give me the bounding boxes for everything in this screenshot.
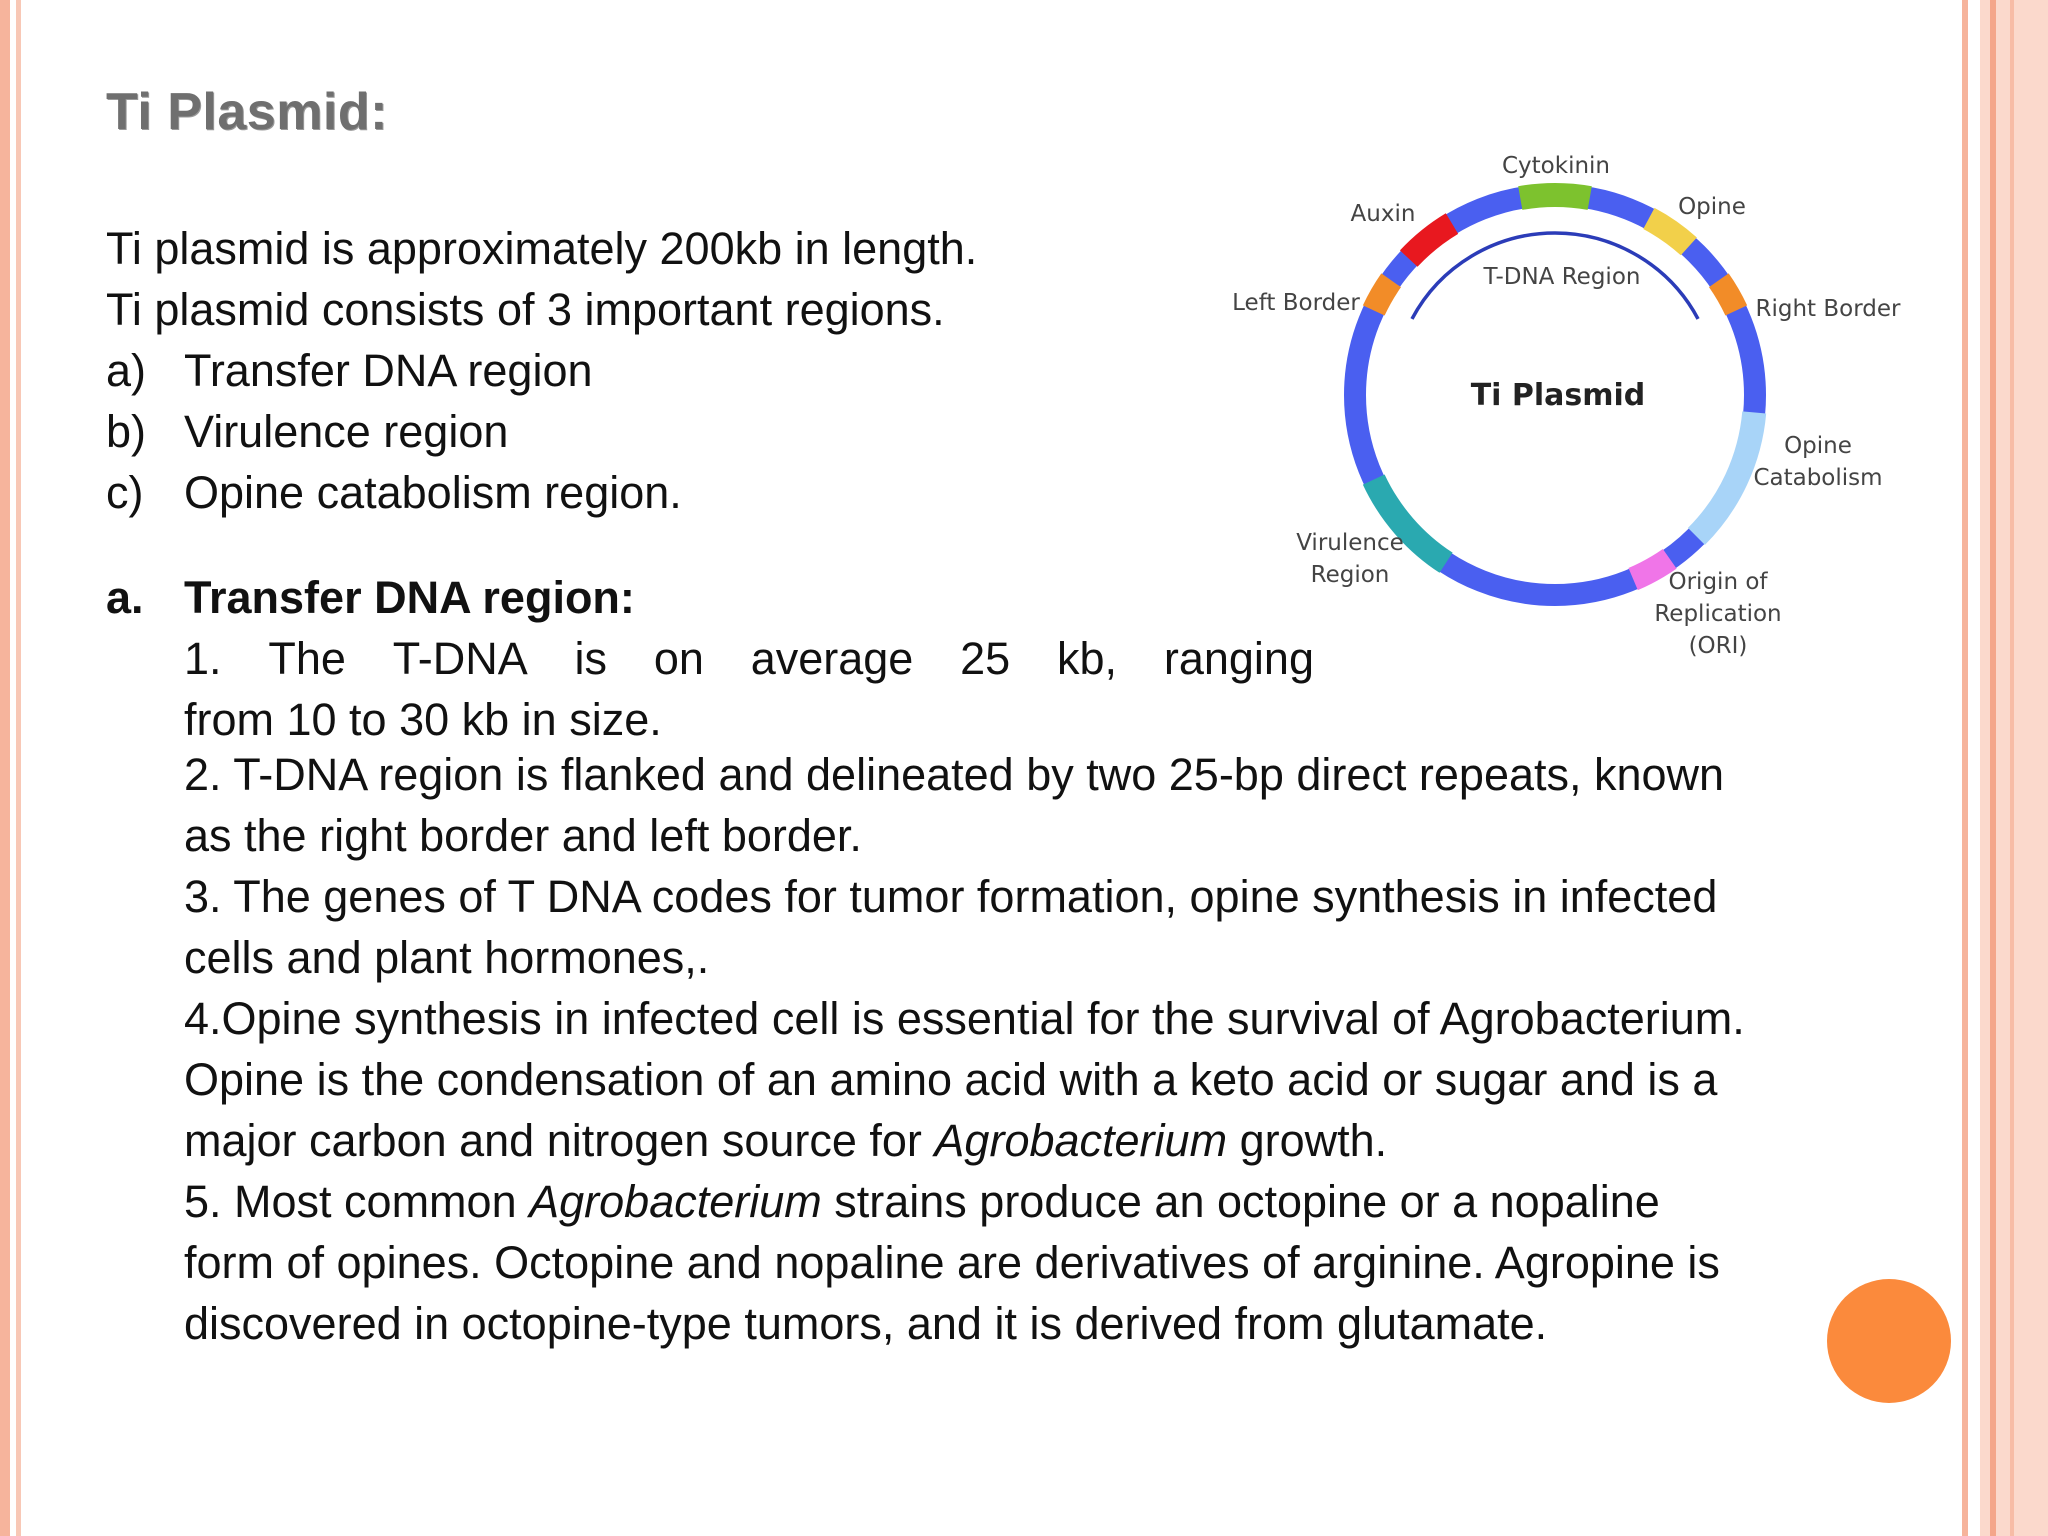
- virulence-label-2: Region: [1311, 562, 1390, 588]
- slide-title: Ti Plasmid:: [106, 83, 388, 141]
- list-marker: a): [106, 345, 147, 396]
- point-3-line-1: 3. The genes of T DNA codes for tumor fo…: [184, 871, 1718, 922]
- auxin-label: Auxin: [1351, 201, 1416, 227]
- ori-segment: [1628, 548, 1677, 591]
- list-marker: c): [106, 467, 144, 518]
- region-item-b: b) Virulence region: [106, 401, 1966, 462]
- list-item-text: Virulence region: [184, 406, 509, 457]
- frame-stripe-left-inner: [16, 0, 21, 1536]
- word: on: [653, 633, 704, 684]
- point-5-line-1: 5. Most common Agrobacterium strains pro…: [184, 1171, 1966, 1232]
- word: kb,: [1057, 633, 1118, 684]
- word: 25: [960, 633, 1011, 684]
- point-5-line-2: form of opines. Octopine and nopaline ar…: [184, 1237, 1720, 1288]
- frame-stripe-right-2: [1990, 0, 1996, 1536]
- tdna-region-label: T-DNA Region: [1483, 264, 1641, 290]
- opine-catabolism-label-1: Opine: [1784, 433, 1852, 459]
- region-item-a: a) Transfer DNA region: [106, 340, 1966, 401]
- frame-stripe-left: [0, 0, 10, 1536]
- left-border-label: Left Border: [1232, 290, 1360, 316]
- opine-catabolism-label-2: Catabolism: [1753, 465, 1882, 491]
- virulence-label-1: Virulence: [1296, 530, 1404, 556]
- center-label: Ti Plasmid: [1471, 378, 1646, 413]
- virulence-segment: [1362, 474, 1453, 573]
- point-5-line-3: discovered in octopine-type tumors, and …: [184, 1298, 1548, 1349]
- text-run: major carbon and nitrogen source for: [184, 1115, 935, 1166]
- point-4-line-2: Opine is the condensation of an amino ac…: [184, 1054, 1718, 1105]
- ti-plasmid-diagram: Ti Plasmid T-DNA Region Cytokinin Auxin …: [1232, 153, 1902, 659]
- point-2-line-1: 2. T-DNA region is flanked and delineate…: [184, 749, 1725, 800]
- text-run: 5. Most common: [184, 1176, 530, 1227]
- frame-stripe-right-3: [2010, 0, 2014, 1536]
- auxin-segment: [1399, 213, 1459, 267]
- cytokinin-segment: [1518, 183, 1592, 210]
- ori-label-3: (ORI): [1689, 633, 1748, 659]
- opine-catabolism-segment: [1687, 411, 1767, 545]
- word: average: [750, 633, 914, 684]
- list-item-text: Opine catabolism region.: [184, 467, 682, 518]
- point-1-line-2: from 10 to 30 kb in size.: [184, 694, 662, 745]
- point-3-line-2: cells and plant hormones,.: [184, 932, 710, 983]
- word: T-DNA: [392, 633, 528, 684]
- text-run: strains produce an octopine or a nopalin…: [821, 1176, 1660, 1227]
- section-heading: a. Transfer DNA region:: [106, 567, 1966, 628]
- ori-label-2: Replication: [1654, 601, 1781, 627]
- tdna-region-arc: [1410, 231, 1700, 320]
- section-heading-text: Transfer DNA region:: [184, 572, 635, 623]
- italic-term: Agrobacterium: [934, 1115, 1228, 1166]
- right-border-segment: [1708, 273, 1748, 316]
- word: The: [268, 633, 346, 684]
- slide-body: Ti plasmid is approximately 200kb in len…: [106, 218, 1966, 1354]
- section-marker: a.: [106, 572, 144, 623]
- opine-label: Opine: [1678, 194, 1746, 220]
- frame-stripe-right: [1962, 0, 1968, 1536]
- region-item-c: c) Opine catabolism region.: [106, 462, 1966, 523]
- opine-segment: [1643, 207, 1697, 256]
- point-4-line-3: major carbon and nitrogen source for Agr…: [184, 1110, 1966, 1171]
- right-border-label: Right Border: [1756, 296, 1902, 322]
- text-run: growth.: [1227, 1115, 1388, 1166]
- italic-term: Agrobacterium: [529, 1176, 822, 1227]
- intro-line-2: Ti plasmid consists of 3 important regio…: [106, 284, 945, 335]
- list-marker: b): [106, 406, 147, 457]
- point-4-line-1: 4.Opine synthesis in infected cell is es…: [184, 993, 1745, 1044]
- ori-label-1: Origin of: [1669, 569, 1769, 595]
- intro-line-1: Ti plasmid is approximately 200kb in len…: [106, 223, 978, 274]
- cytokinin-label: Cytokinin: [1502, 153, 1610, 179]
- word: is: [574, 633, 608, 684]
- word: ranging: [1163, 633, 1314, 684]
- slide-decoration-circle: [1827, 1279, 1951, 1403]
- word: 1.: [184, 633, 222, 684]
- point-1-line-1: 1. The T-DNA is on average 25 kb, rangin…: [184, 628, 1314, 689]
- point-2-line-2: as the right border and left border.: [184, 810, 862, 861]
- left-border-segment: [1362, 273, 1402, 316]
- list-item-text: Transfer DNA region: [184, 345, 593, 396]
